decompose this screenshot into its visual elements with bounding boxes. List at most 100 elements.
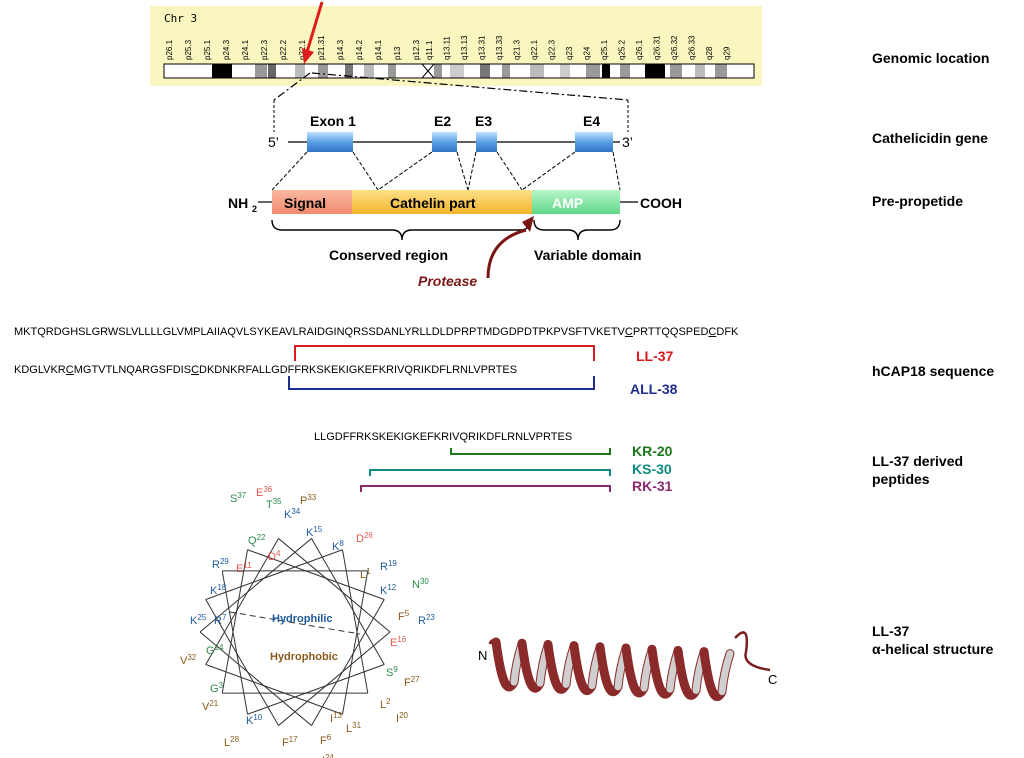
band-label-q: q13.13 xyxy=(460,35,469,60)
wheel-star-line xyxy=(247,549,385,600)
all38-label: ALL-38 xyxy=(630,381,678,397)
nh2-label: NH xyxy=(228,195,248,211)
chromosome-ideogram: p26.1p25.3p25.1p24.3p24.1p22.3p22.2p22.1… xyxy=(163,35,755,79)
chromosome-band xyxy=(560,64,570,78)
derived-peptide-brackets xyxy=(360,448,611,492)
wheel-residue: K8 xyxy=(332,539,344,553)
helix-c-tail xyxy=(734,631,771,672)
wheel-star-line xyxy=(311,538,385,665)
kr20-bracket xyxy=(450,448,611,455)
wheel-residue: T35 xyxy=(266,497,282,511)
chromosome-band xyxy=(502,64,510,78)
wheel-residue: R19 xyxy=(380,559,397,573)
exon3-block xyxy=(476,132,497,152)
amp-label: AMP xyxy=(552,195,583,211)
helix-c-label: C xyxy=(768,672,777,687)
all38-bracket xyxy=(288,376,595,390)
chromosome-band xyxy=(530,64,544,78)
wheel-residue: F6 xyxy=(320,733,332,747)
sequence-brackets xyxy=(288,345,595,390)
wheel-residue: F27 xyxy=(404,675,420,689)
chromosome-band xyxy=(670,64,682,78)
band-label-q: q24 xyxy=(583,46,592,60)
band-label-q: q26.31 xyxy=(653,35,662,60)
wheel-star-line xyxy=(205,599,279,726)
chromosome-band xyxy=(295,64,305,78)
protease-arrow-icon xyxy=(486,228,527,279)
chromosome-band xyxy=(388,64,396,78)
band-label-p: p25.1 xyxy=(203,39,212,60)
band-label-p: p22.3 xyxy=(260,39,269,60)
label-ll37-helical-line2: α-helical structure xyxy=(872,641,994,657)
amp-domain xyxy=(532,190,620,214)
wheel-star-line xyxy=(311,599,385,726)
wheel-residue: R23 xyxy=(418,613,435,627)
rk31-bracket xyxy=(360,485,611,492)
label-ll37-derived-line1: LL-37 derived xyxy=(872,453,964,469)
chromosome-band xyxy=(212,64,232,78)
label-cathelicidin-gene: Cathelicidin gene xyxy=(872,130,988,146)
wheel-residue: I20 xyxy=(396,711,409,725)
exon2-label: E2 xyxy=(434,113,451,129)
chromosome-band xyxy=(255,64,267,78)
wheel-star-line xyxy=(205,549,343,600)
wheel-star-line xyxy=(205,538,279,665)
ll37-bracket xyxy=(294,345,595,361)
sequence-line-1: MKTQRDGHSLGRWSLVLLLLGLVMPLAIIAQVLSYKEAVL… xyxy=(14,326,739,338)
wheel-residue: L28 xyxy=(224,735,240,749)
label-ll37-helical: LL-37 α-helical structure xyxy=(872,622,993,658)
chromosome-band xyxy=(450,64,464,78)
band-label-p: p26.1 xyxy=(165,39,174,60)
wheel-residue: G14 xyxy=(206,643,224,657)
band-label-p: p21.31 xyxy=(317,35,326,60)
cooh-label: COOH xyxy=(640,195,682,211)
wheel-residue: I24 xyxy=(322,753,335,758)
band-label-q: q11.1 xyxy=(425,40,434,60)
label-ll37-derived: LL-37 derived peptides xyxy=(872,452,963,488)
signal-domain xyxy=(272,190,352,214)
ll37-label: LL-37 xyxy=(636,348,674,364)
band-label-q: q29 xyxy=(723,46,732,60)
wheel-residue: F17 xyxy=(282,735,298,749)
gene-structure-diagram: 5’ 3’ Exon 1 E2 E3 E4 xyxy=(228,72,682,289)
wheel-residue: L2 xyxy=(380,697,391,711)
band-label-p: p12.3 xyxy=(412,39,421,60)
wheel-residue: K18 xyxy=(210,583,227,597)
conserved-brace xyxy=(271,219,531,241)
wheel-residue: S37 xyxy=(230,491,247,505)
hydrophilic-label: Hydrophilic xyxy=(272,613,333,625)
label-ll37-derived-line2: peptides xyxy=(872,471,930,487)
wheel-residue: K15 xyxy=(306,525,323,539)
band-label-p: p13 xyxy=(393,46,402,60)
chromosome-band xyxy=(645,64,665,78)
label-ll37-helical-line1: LL-37 xyxy=(872,623,910,639)
band-label-p: p25.3 xyxy=(184,39,193,60)
wheel-star-line xyxy=(199,631,312,726)
band-label-p: p14.2 xyxy=(355,39,364,60)
exon4-label: E4 xyxy=(583,113,600,129)
wheel-residue: K10 xyxy=(246,713,263,727)
wheel-residue: K34 xyxy=(284,507,301,521)
hydrophobic-label: Hydrophobic xyxy=(270,651,338,663)
wheel-star-lines xyxy=(199,538,391,726)
ks30-bracket xyxy=(369,469,611,476)
band-label-q: q13.11 xyxy=(443,36,452,60)
wheel-residue: E11 xyxy=(236,561,252,575)
wheel-residue: S9 xyxy=(386,665,398,679)
band-label-p: p22.2 xyxy=(279,39,288,60)
exon-mapping-lines xyxy=(271,151,621,191)
chromosome-bands xyxy=(212,64,727,78)
signal-label: Signal xyxy=(284,195,326,211)
wheel-residue: E16 xyxy=(390,635,407,649)
variable-brace xyxy=(533,219,621,241)
gene-5prime: 5’ xyxy=(268,134,279,150)
wheel-star-line xyxy=(247,664,385,715)
exon1-block xyxy=(307,132,353,152)
chromosome-band xyxy=(268,64,276,78)
band-label-q: q26.32 xyxy=(670,35,679,60)
kr20-label: KR-20 xyxy=(632,443,673,459)
